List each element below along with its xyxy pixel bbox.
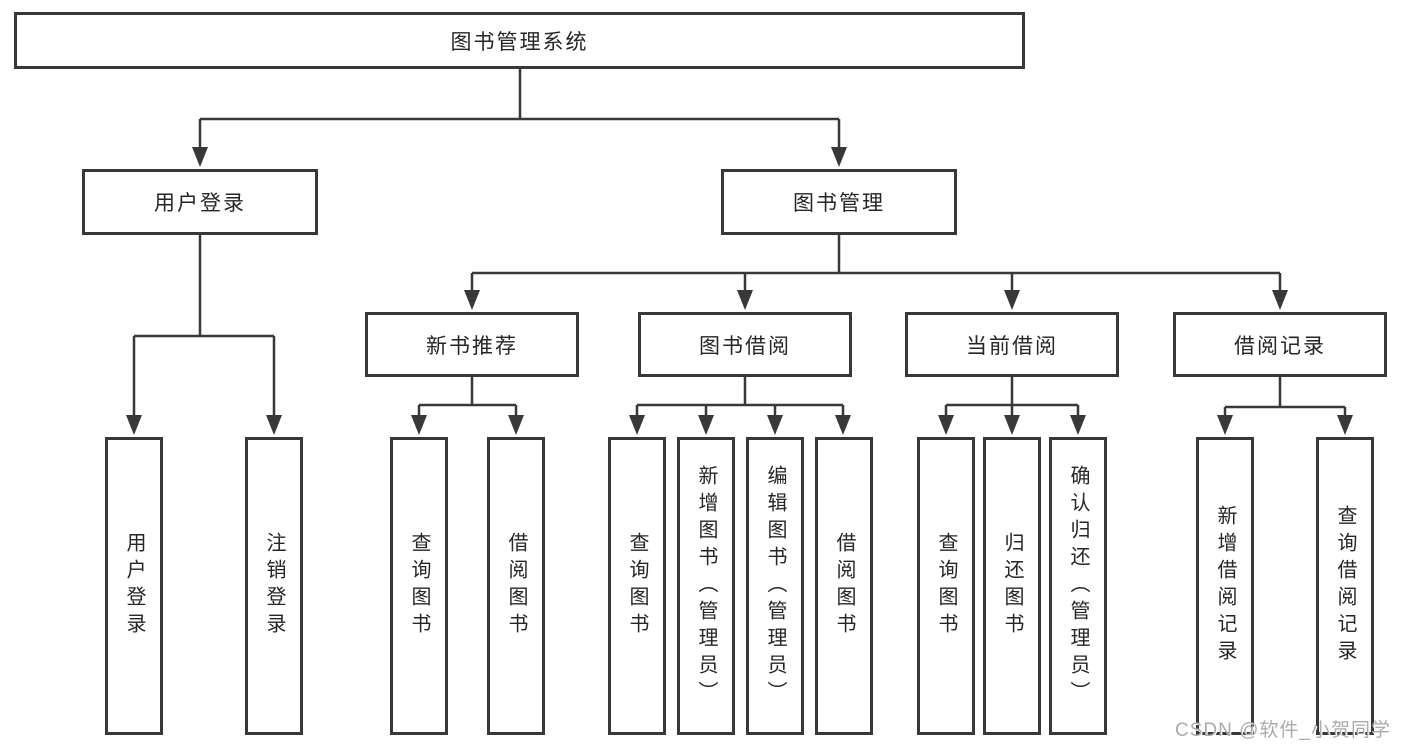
- arrowhead: [831, 147, 847, 167]
- leaf-add-books-admin: 新增图书（管理员）: [677, 437, 735, 735]
- arrowhead: [767, 415, 783, 435]
- arrowhead: [1070, 415, 1086, 435]
- node-current-borrowing: 当前借阅: [905, 312, 1119, 377]
- node-book-management-system: 图书管理系统: [14, 12, 1025, 69]
- arrowhead: [938, 415, 954, 435]
- connector-user-login-children: [132, 235, 276, 417]
- arrowhead: [192, 147, 208, 167]
- node-borrowing-records: 借阅记录: [1173, 312, 1387, 377]
- node-new-book-recommendation: 新书推荐: [365, 312, 579, 377]
- arrowhead: [1004, 415, 1020, 435]
- leaf-logout: 注销登录: [245, 437, 303, 735]
- leaf-query-borrow-record: 查询借阅记录: [1316, 437, 1374, 735]
- arrowhead: [126, 415, 142, 435]
- arrowhead: [266, 415, 282, 435]
- leaf-borrow-books: 借阅图书: [815, 437, 873, 735]
- leaf-edit-books-admin: 编辑图书（管理员）: [746, 437, 804, 735]
- connector-root-to-level2: [198, 69, 841, 149]
- arrowhead: [1004, 290, 1020, 310]
- connector-new-book-children: [417, 377, 518, 417]
- connector-paths: [132, 69, 1347, 417]
- arrowhead: [1337, 415, 1353, 435]
- arrowhead: [629, 415, 645, 435]
- leaf-add-borrow-record: 新增借阅记录: [1196, 437, 1254, 735]
- arrowhead: [835, 415, 851, 435]
- arrowheads: [126, 147, 1353, 435]
- leaf-confirm-return-admin: 确认归还（管理员）: [1049, 437, 1107, 735]
- node-user-login: 用户登录: [82, 169, 318, 235]
- arrowhead: [508, 415, 524, 435]
- arrowhead: [698, 415, 714, 435]
- arrowhead: [464, 290, 480, 310]
- csdn-watermark: CSDN @软件_小贺同学: [1175, 720, 1391, 741]
- arrowhead: [1217, 415, 1233, 435]
- connector-borrow-record-children: [1223, 377, 1347, 417]
- arrowhead: [411, 415, 427, 435]
- leaf-return-books: 归还图书: [983, 437, 1041, 735]
- node-book-borrowing: 图书借阅: [638, 312, 852, 377]
- connector-book-borrow-children: [635, 377, 845, 417]
- leaf-query-books-current: 查询图书: [917, 437, 975, 735]
- leaf-query-books-recommend: 查询图书: [390, 437, 448, 735]
- arrowhead: [737, 290, 753, 310]
- node-book-management: 图书管理: [721, 169, 957, 235]
- leaf-query-books-borrowing: 查询图书: [608, 437, 666, 735]
- connector-book-mgmt-to-level3: [470, 235, 1282, 292]
- leaf-borrow-books-recommend: 借阅图书: [487, 437, 545, 735]
- connector-current-borrow-children: [944, 377, 1080, 417]
- leaf-user-login: 用户登录: [105, 437, 163, 735]
- arrowhead: [1272, 290, 1288, 310]
